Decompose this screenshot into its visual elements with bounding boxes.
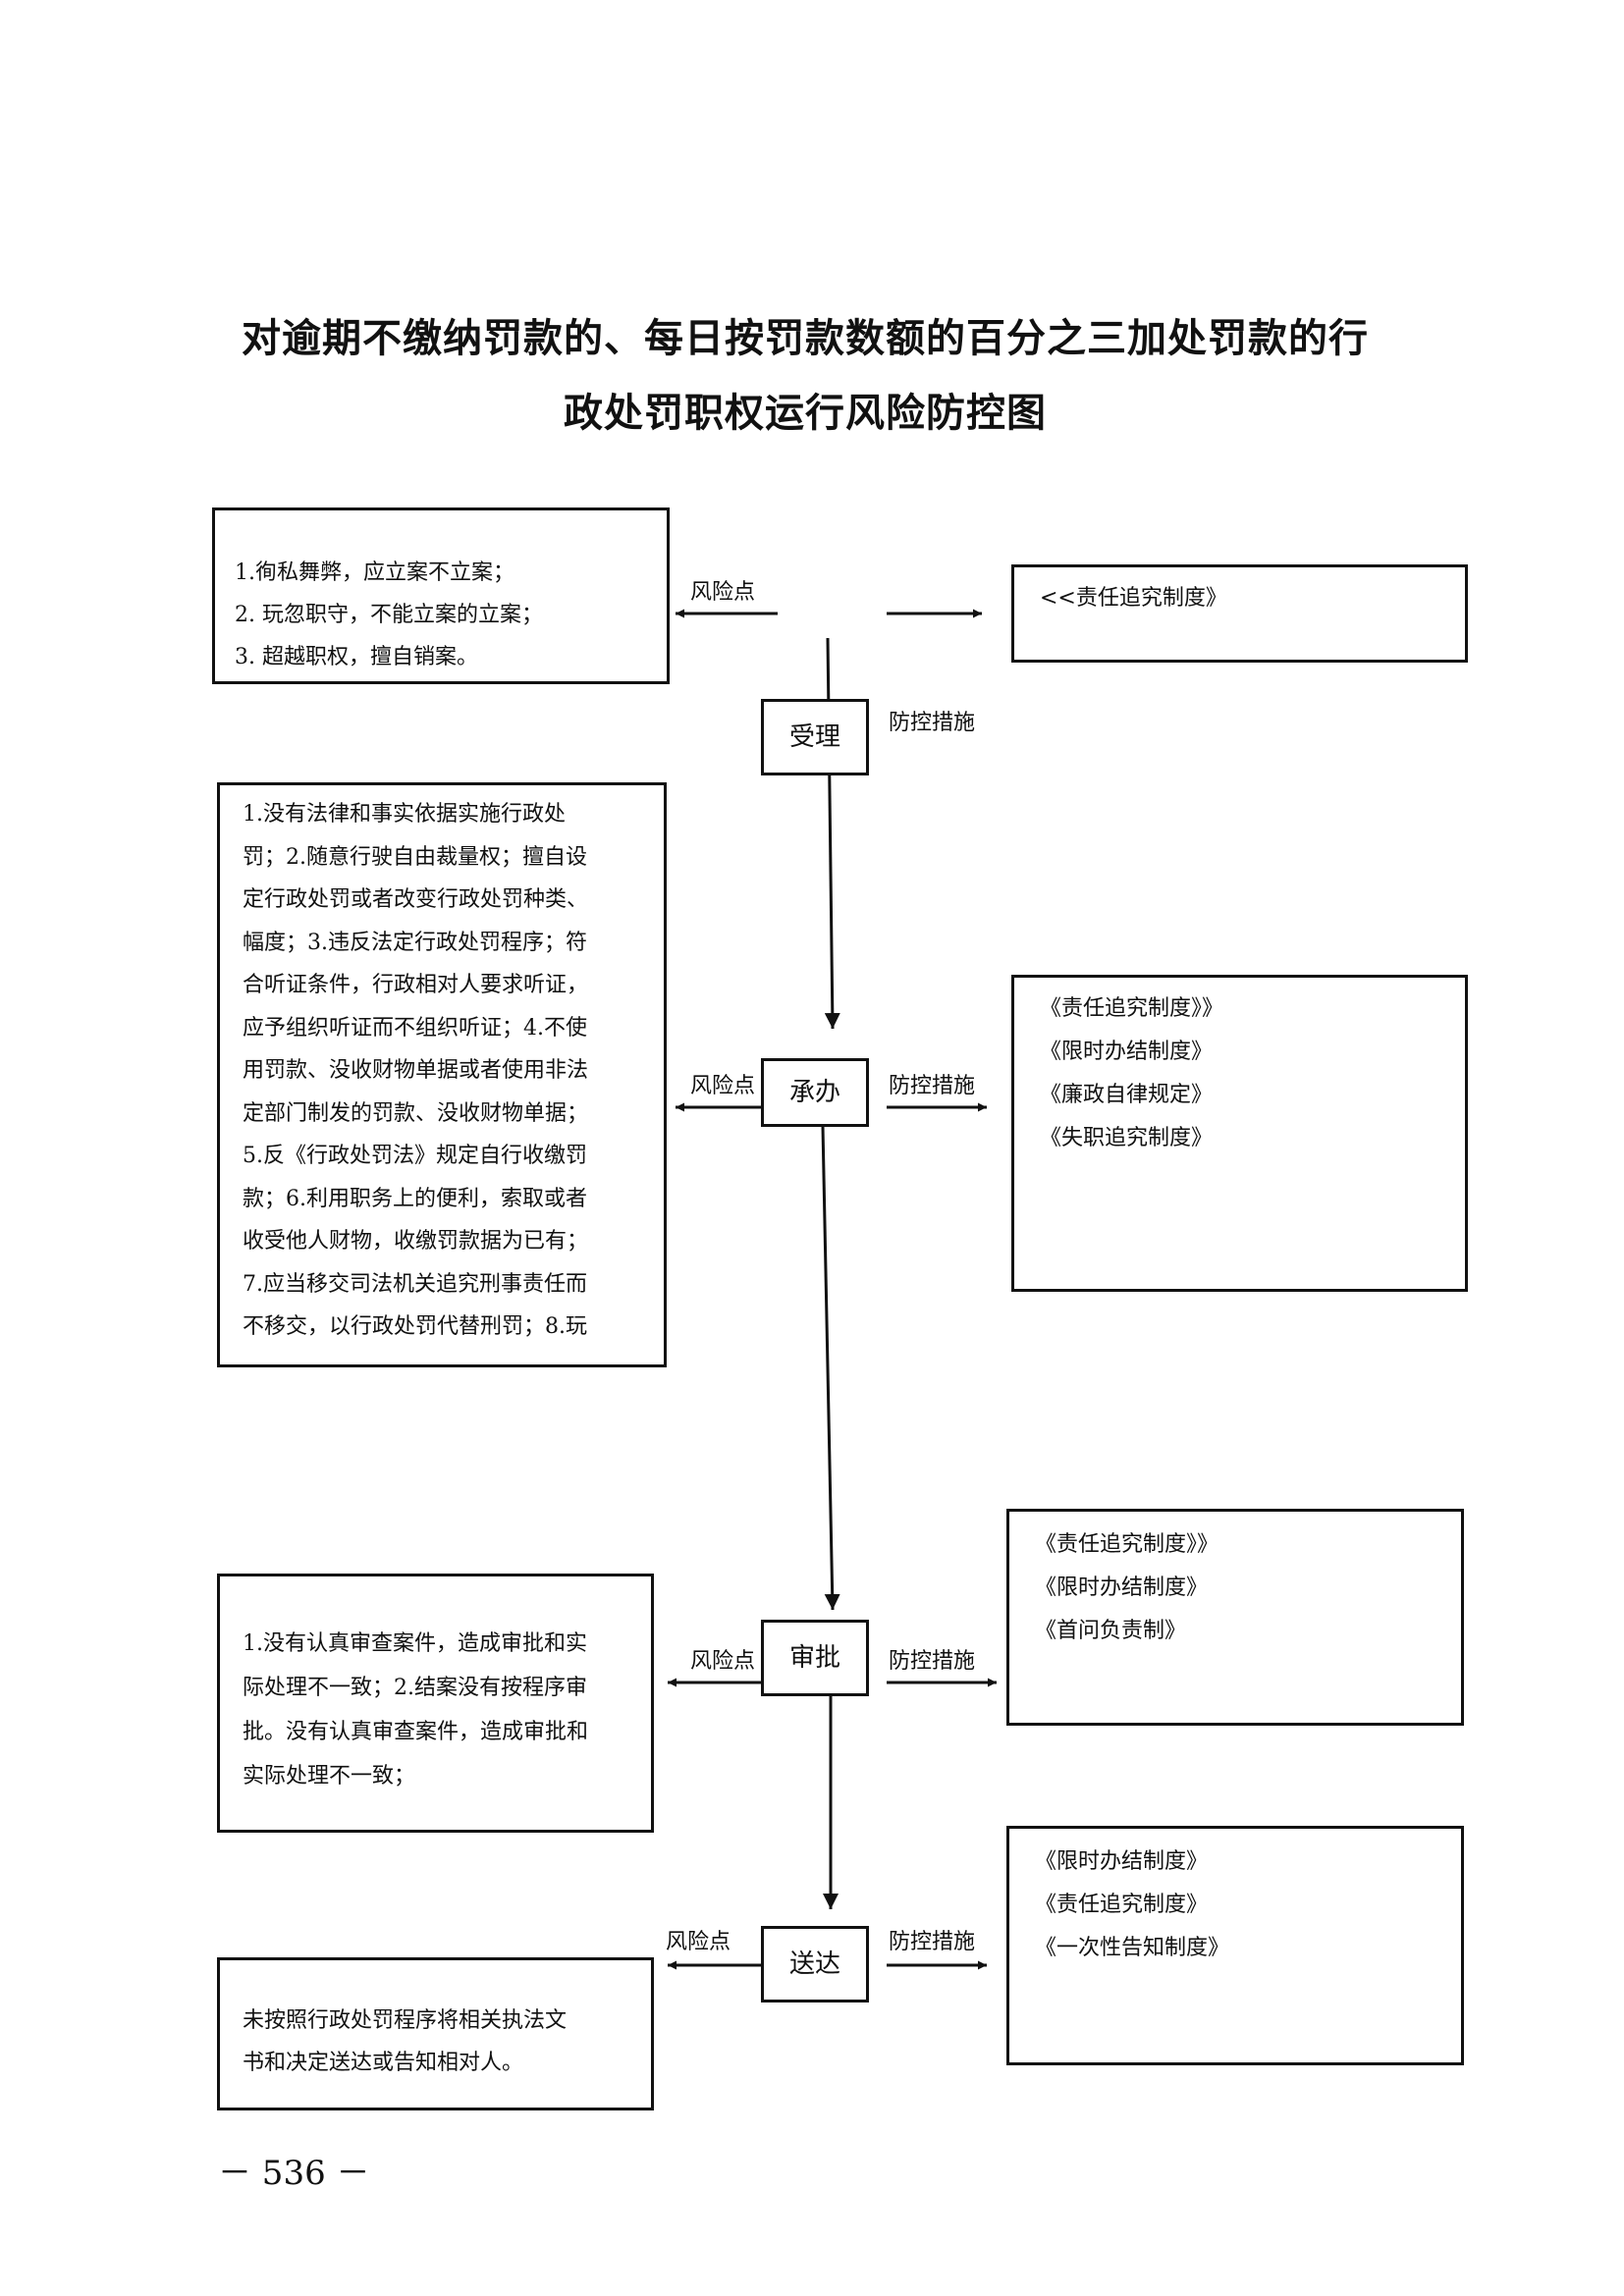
- step-accept: 受理: [761, 699, 869, 775]
- measure-item: 《限时办结制度》: [1035, 1575, 1209, 1600]
- risk-item: 际处理不一致；2.结案没有按程序审: [243, 1676, 587, 1700]
- measure-item: 《廉政自律规定》: [1040, 1083, 1214, 1107]
- control-measures-label-handle: 防控措施: [889, 1068, 976, 1099]
- measure-item: 《责任追究制度》: [1035, 1893, 1209, 1917]
- flow-line-accept-handle: [824, 637, 840, 1030]
- control-measures-label-deliver: 防控措施: [889, 1924, 976, 1955]
- step-handle: 承办: [761, 1058, 869, 1127]
- risk-point-label-approve: 风险点: [690, 1643, 756, 1675]
- control-measures-label-accept: 防控措施: [889, 705, 976, 736]
- measure-item: 《责任追究制度》》: [1035, 1532, 1219, 1557]
- risk-point-label-deliver: 风险点: [666, 1924, 731, 1955]
- risk-item: 批。没有认真审查案件，造成审批和: [243, 1720, 589, 1744]
- risk-item: 用罚款、没收财物单据或者使用非法: [243, 1058, 589, 1083]
- risk-item: 定部门制发的罚款、没收财物单据；: [243, 1100, 589, 1126]
- risk-item: 2. 玩忽职守，不能立案的立案；: [235, 603, 543, 627]
- risk-item: 应予组织听证而不组织听证；4.不使: [243, 1015, 587, 1041]
- risk-item: 实际处理不一致；: [243, 1764, 416, 1789]
- risk-item: 收受他人财物，收缴罚款据为已有；: [243, 1229, 589, 1254]
- measure-item: 《失职追究制度》: [1040, 1126, 1214, 1150]
- risk-item: 3. 超越职权，擅自销案。: [235, 645, 478, 669]
- diagram-title-line-1: 对逾期不缴纳罚款的、每日按罚款数额的百分之三加处罚款的行: [242, 316, 1369, 361]
- page-number: － 536 －: [218, 2154, 370, 2193]
- measure-item: 《责任追究制度》》: [1040, 996, 1224, 1021]
- risk-box-handle: 1.没有法律和事实依据实施行政处 罚；2.随意行驶自由裁量权；擅自设 定行政处罚…: [217, 782, 667, 1367]
- risk-point-label-accept: 风险点: [690, 574, 756, 606]
- risk-item: 未按照行政处罚程序将相关执法文: [243, 2008, 568, 2033]
- measure-box-approve: 《责任追究制度》》 《限时办结制度》 《首问负责制》: [1006, 1509, 1464, 1726]
- measure-item: 《一次性告知制度》: [1035, 1936, 1230, 1960]
- measure-box-accept: <<责任追究制度》: [1011, 564, 1468, 663]
- risk-item: 1.徇私舞弊，应立案不立案；: [235, 561, 514, 585]
- control-measures-label-approve: 防控措施: [889, 1643, 976, 1675]
- risk-item: 款；6.利用职务上的便利，索取或者: [243, 1186, 587, 1211]
- measure-item: <<责任追究制度》: [1040, 586, 1227, 611]
- risk-item: 罚；2.随意行驶自由裁量权；擅自设: [243, 844, 587, 870]
- measure-item: 《限时办结制度》: [1040, 1040, 1214, 1064]
- risk-item: 1.没有法律和事实依据实施行政处: [243, 802, 566, 827]
- risk-box-accept: 1.徇私舞弊，应立案不立案； 2. 玩忽职守，不能立案的立案； 3. 超越职权，…: [212, 507, 670, 684]
- risk-point-label-handle: 风险点: [690, 1068, 756, 1099]
- risk-item: 幅度；3.违反法定行政处罚程序；符: [243, 930, 587, 955]
- step-approve: 审批: [761, 1620, 869, 1696]
- risk-item: 5.反《行政处罚法》规定自行收缴罚: [243, 1144, 587, 1168]
- risk-item: 合听证条件，行政相对人要求听证，: [243, 973, 589, 997]
- flow-line-handle-approve: [821, 1126, 840, 1611]
- risk-box-approve: 1.没有认真审查案件，造成审批和实 际处理不一致；2.结案没有按程序审 批。没有…: [217, 1574, 654, 1833]
- risk-box-deliver: 未按照行政处罚程序将相关执法文 书和决定送达或告知相对人。: [217, 1957, 654, 2110]
- risk-item: 不移交，以行政处罚代替刑罚；8.玩: [243, 1314, 587, 1339]
- measure-box-deliver: 《限时办结制度》 《责任追究制度》 《一次性告知制度》: [1006, 1826, 1464, 2065]
- risk-item: 7.应当移交司法机关追究刑事责任而: [243, 1271, 587, 1297]
- risk-item: 1.没有认真审查案件，造成审批和实: [243, 1631, 587, 1656]
- risk-item: 定行政处罚或者改变行政处罚种类、: [243, 887, 589, 912]
- step-deliver: 送达: [761, 1926, 869, 2002]
- measure-box-handle: 《责任追究制度》》 《限时办结制度》 《廉政自律规定》 《失职追究制度》: [1011, 975, 1468, 1292]
- risk-item: 书和决定送达或告知相对人。: [243, 2051, 524, 2075]
- diagram-title-line-2: 政处罚职权运行风险防控图: [564, 391, 1047, 436]
- measure-item: 《限时办结制度》: [1035, 1849, 1209, 1874]
- measure-item: 《首问负责制》: [1035, 1619, 1187, 1643]
